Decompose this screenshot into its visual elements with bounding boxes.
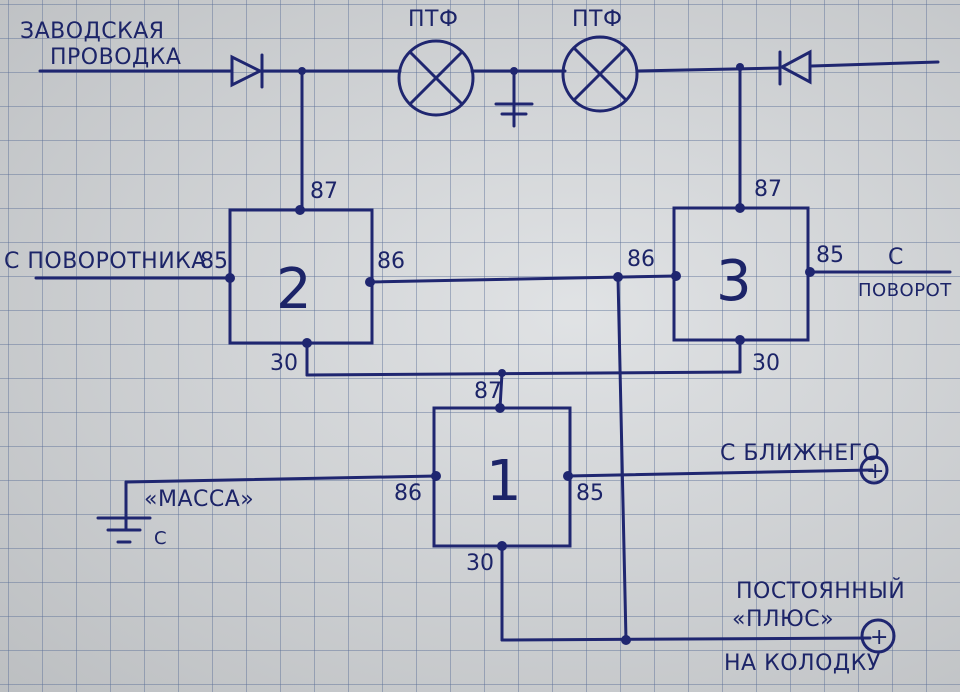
relay-3-number: 3 bbox=[716, 249, 752, 314]
svg-text:+: + bbox=[866, 459, 884, 484]
diode-right-symbol bbox=[778, 49, 812, 86]
relay-3-pin-86: 86 bbox=[627, 247, 655, 272]
junction-constant-plus bbox=[621, 635, 631, 645]
label-constant-plus-1: ПОСТОЯННЫЙ bbox=[736, 578, 905, 604]
wire-relay1-85-lowbeam bbox=[566, 468, 874, 478]
relay-1-pin-86: 86 bbox=[394, 481, 422, 506]
fog-lamp-left-symbol bbox=[397, 39, 475, 117]
top-supply-line bbox=[38, 60, 940, 73]
relay-1-pin-87: 87 bbox=[474, 379, 502, 404]
wire-to-relay1-87 bbox=[498, 371, 504, 410]
relay-3-pin-30: 30 bbox=[752, 351, 780, 376]
ground-symbol bbox=[96, 516, 152, 544]
label-ground: «МАССА» bbox=[144, 487, 254, 512]
relay-1-number: 1 bbox=[486, 449, 522, 514]
label-constant-plus-3: НА КОЛОДКУ bbox=[724, 651, 881, 676]
relay-2: 2 87 85 86 30 bbox=[200, 179, 405, 376]
wire-30-bus bbox=[305, 370, 742, 377]
plus-terminal-constant-icon: + bbox=[860, 618, 896, 654]
label-fog-lamp-right: ПТФ bbox=[572, 7, 622, 32]
ground-between-lamps-symbol bbox=[494, 67, 534, 128]
diode-left-symbol bbox=[230, 53, 264, 89]
relay-1-pin-85: 85 bbox=[576, 481, 604, 506]
relay-3-pin-87: 87 bbox=[754, 177, 782, 202]
relay-2-pin-30: 30 bbox=[270, 351, 298, 376]
wire-constant-plus bbox=[500, 636, 872, 642]
svg-text:+: + bbox=[870, 625, 888, 650]
wire-86-bus bbox=[368, 274, 678, 284]
label-from-turn-right-2: ПОВОРОТ bbox=[858, 280, 952, 301]
relay-2-pin-85: 85 bbox=[200, 249, 228, 274]
label-constant-plus-2: «ПЛЮС» bbox=[732, 607, 834, 632]
relay-2-pin-86: 86 bbox=[377, 249, 405, 274]
relay-3-pin-85: 85 bbox=[816, 243, 844, 268]
relay-2-pin-87: 87 bbox=[310, 179, 338, 204]
relay-1-pin-30: 30 bbox=[466, 551, 494, 576]
relay-2-number: 2 bbox=[276, 257, 312, 322]
label-from-turn-right-1: С bbox=[888, 245, 904, 270]
label-from-low-beam: С БЛИЖНЕГО bbox=[720, 441, 880, 466]
wire-relay1-86-ground bbox=[124, 474, 438, 484]
label-fog-lamp-left: ПТФ bbox=[408, 7, 458, 32]
label-from-turn-left: С ПОВОРОТНИКА bbox=[4, 249, 207, 274]
plus-terminal-lowbeam-icon: + bbox=[859, 455, 889, 485]
fog-lamp-right-symbol bbox=[561, 35, 639, 113]
relay-3: 3 87 86 85 30 bbox=[627, 177, 844, 376]
label-ground-c: С bbox=[154, 528, 167, 549]
wire-86-to-plus bbox=[616, 275, 628, 642]
label-factory-wiring-2: ПРОВОДКА bbox=[50, 45, 181, 70]
label-factory-wiring-1: ЗАВОДСКАЯ bbox=[20, 19, 165, 44]
